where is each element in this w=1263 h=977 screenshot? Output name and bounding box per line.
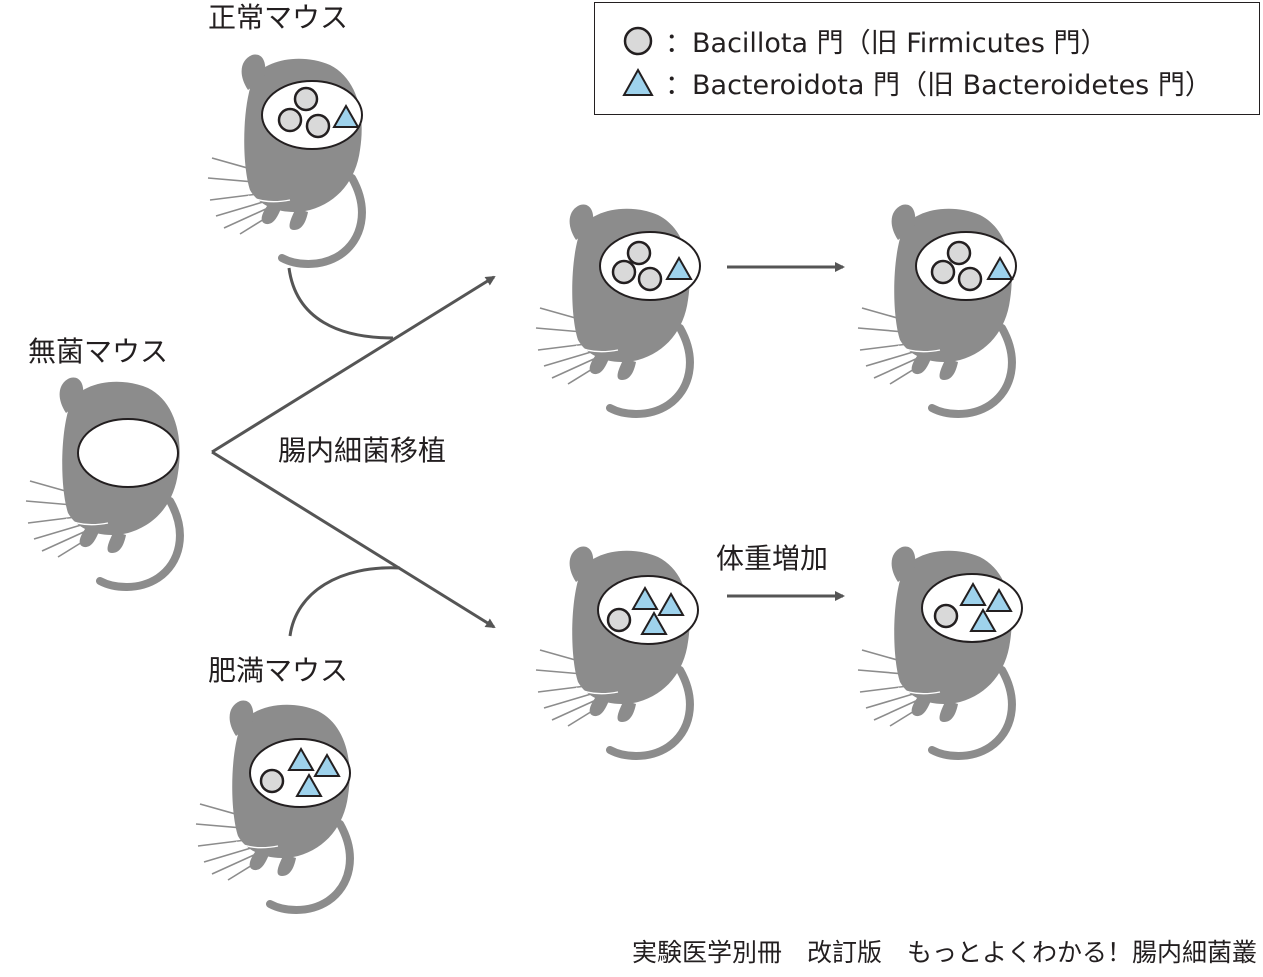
legend-bacteroidota-label: ：Bacteroidota 門（旧 Bacteroidetes 門）	[665, 70, 1212, 101]
mouse-germfree	[26, 377, 180, 587]
label-normal-mouse: 正常マウス	[208, 1, 349, 34]
triangle-icon	[622, 67, 654, 96]
gut-ellipse	[77, 418, 179, 488]
bacteria-recipient-normal-later	[930, 240, 1014, 292]
legend-box: ：Bacillota 門（旧 Firmicutes 門） ：Bacteroido…	[594, 2, 1260, 115]
bacillota-circle	[933, 603, 959, 629]
bacteroidota-triangle	[986, 255, 1014, 280]
legend-row-bacteroidota: ：Bacteroidota 門（旧 Bacteroidetes 門）	[621, 63, 1212, 102]
bacillota-circle	[305, 113, 331, 139]
bacteria-recipient-normal	[611, 240, 693, 292]
label-weight-gain: 体重増加	[716, 542, 829, 575]
label-transplant: 腸内細菌移植	[278, 434, 447, 467]
mouse-recipient-normal	[536, 204, 701, 414]
bacillota-circle	[611, 259, 637, 285]
bacillota-circle	[626, 240, 652, 266]
bacillota-circle	[930, 259, 956, 285]
obese-source-curve	[288, 566, 401, 637]
mouse-recipient-obese-later	[858, 546, 1023, 756]
source-credit: 実験医学別冊 改訂版 もっとよくわかる！腸内細菌叢	[631, 938, 1257, 967]
label-germfree-mouse: 無菌マウス	[28, 335, 169, 368]
gut-ellipse	[261, 80, 363, 150]
bacteroidota-triangle	[657, 591, 685, 616]
bacteria-recipient-obese-later	[933, 581, 1013, 632]
bacillota-circle	[293, 86, 319, 112]
transplant-arrow-down	[211, 450, 496, 629]
label-obese-mouse: 肥満マウス	[208, 654, 349, 687]
transplant-arrow-up	[211, 275, 496, 454]
bacteroidota-triangle	[959, 581, 987, 606]
legend-row-bacillota: ：Bacillota 門（旧 Firmicutes 門）	[621, 21, 1108, 60]
bacillota-circle	[637, 266, 663, 292]
mouse-obese	[196, 700, 350, 910]
bacteria-recipient-obese	[606, 585, 685, 635]
bacteroidota-triangle	[332, 103, 360, 128]
bacteroidota-triangle	[295, 772, 323, 797]
bacillota-circle	[957, 266, 983, 292]
bacteroidota-triangle	[985, 587, 1013, 612]
bacillota-circle	[259, 768, 285, 794]
normal-source-curve	[287, 267, 394, 340]
circle-icon	[623, 26, 653, 55]
bacteroidota-triangle	[287, 746, 315, 771]
mouse-normal	[208, 54, 362, 264]
bacteroidota-triangle	[969, 607, 997, 632]
bacteroidota-triangle	[313, 752, 341, 777]
bacillota-circle	[946, 240, 972, 266]
bacteroidota-triangle	[665, 255, 693, 280]
bacillota-circle	[277, 107, 303, 133]
bacteria-obese	[259, 746, 341, 797]
mouse-recipient-obese	[536, 546, 699, 756]
mouse-recipient-normal-later	[858, 204, 1017, 414]
legend-bacillota-label: ：Bacillota 門（旧 Firmicutes 門）	[665, 28, 1108, 59]
bacteria-normal	[277, 86, 360, 139]
bacteroidota-triangle	[631, 585, 659, 610]
bacillota-circle	[606, 607, 632, 633]
bacteroidota-triangle	[640, 610, 668, 635]
